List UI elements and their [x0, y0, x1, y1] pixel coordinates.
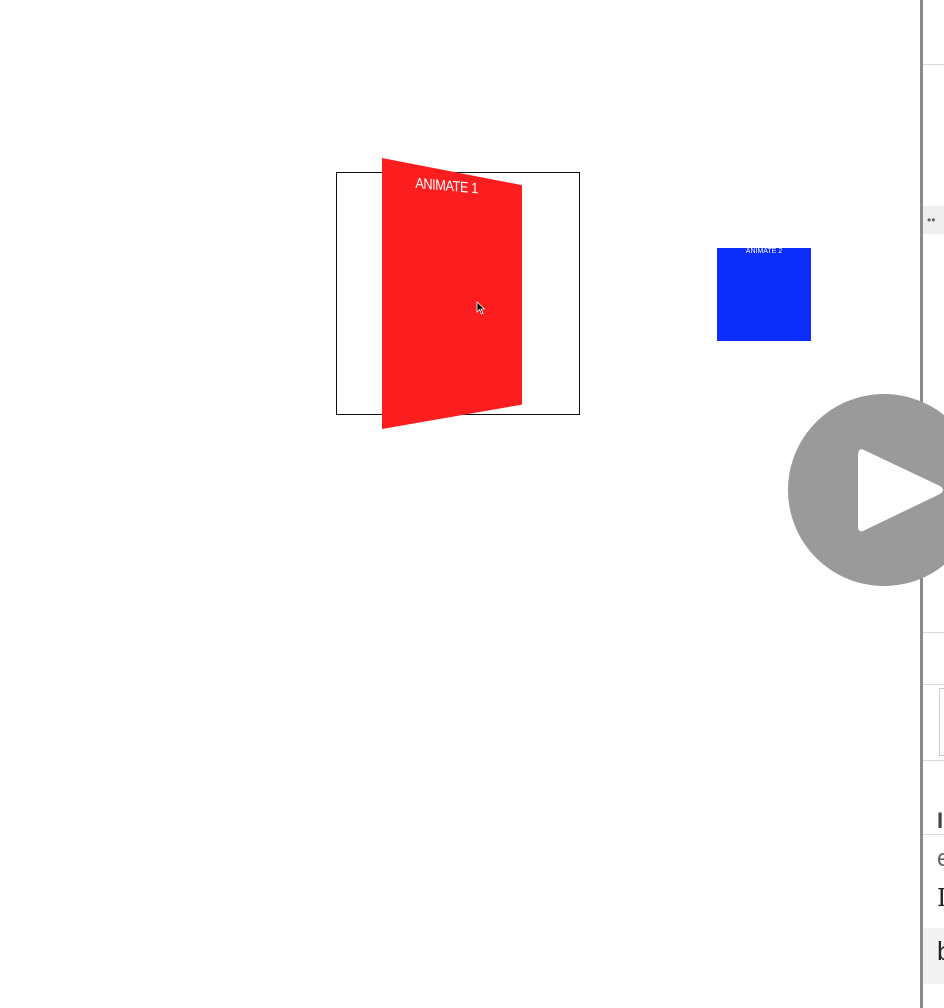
- sidebar-drag-handle[interactable]: ••: [923, 206, 944, 234]
- sidebar-row-highlight: [923, 928, 944, 984]
- sidebar-text-b: b: [937, 936, 944, 967]
- sidebar-divider: [923, 760, 944, 761]
- sidebar-input-field[interactable]: [939, 688, 944, 756]
- sidebar-divider: [923, 684, 944, 685]
- sidebar-divider: [923, 632, 944, 633]
- play-icon: [858, 449, 943, 532]
- animate-2-box[interactable]: ANIMATE 2: [717, 248, 811, 341]
- sidebar-text-e: e: [937, 845, 944, 872]
- sidebar-text-a: I: [937, 808, 944, 833]
- animation-stage: ANIMATE 1 ANIMATE 2: [336, 158, 811, 429]
- mouse-pointer-icon: [476, 301, 486, 315]
- sidebar-divider: [923, 64, 944, 65]
- sidebar-text-i: I: [937, 884, 944, 912]
- animate-1-panel[interactable]: [382, 158, 522, 429]
- sidebar-divider: [923, 834, 944, 835]
- animate-2-label: ANIMATE 2: [745, 248, 783, 255]
